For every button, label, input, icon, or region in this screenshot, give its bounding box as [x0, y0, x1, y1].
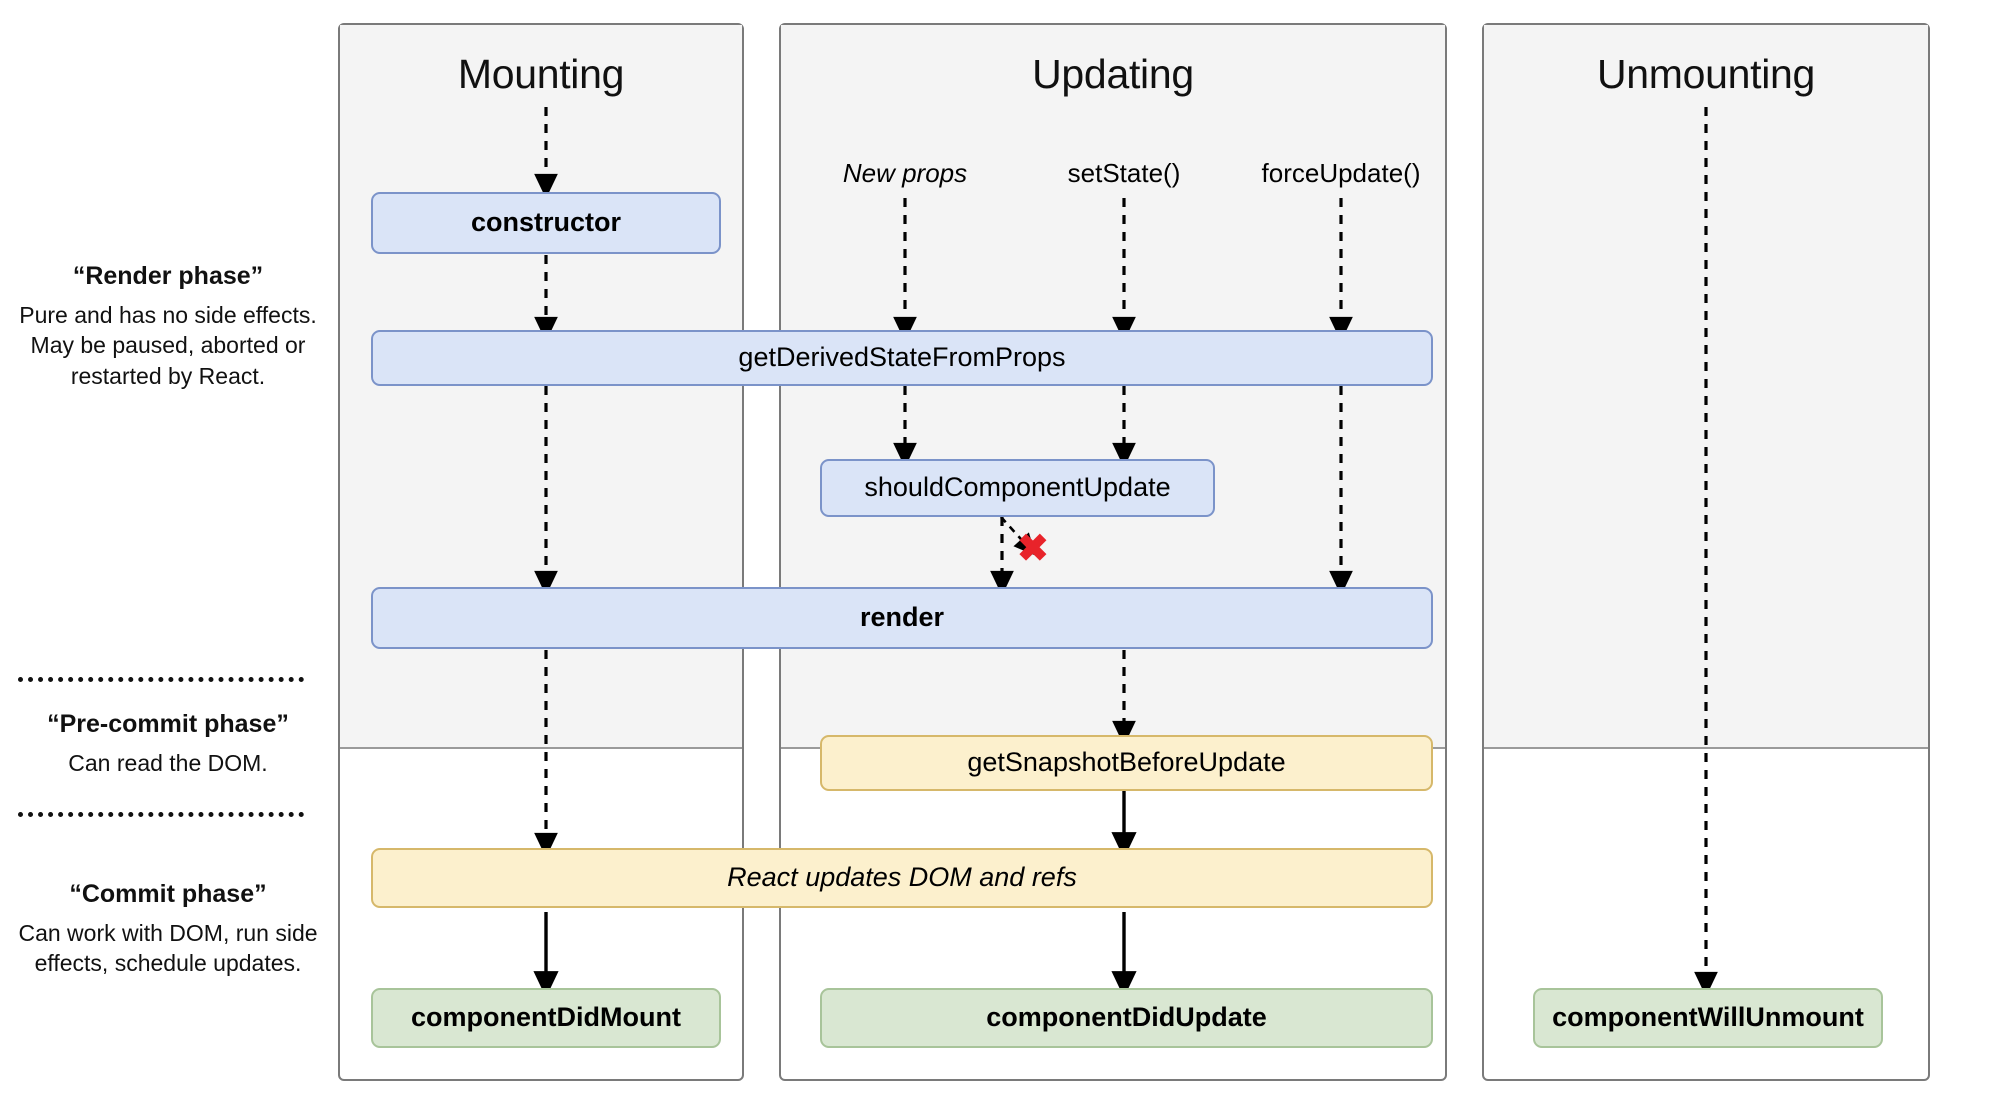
column-mounting: Mounting [338, 23, 744, 1081]
node-component-did-mount[interactable]: componentDidMount [371, 988, 721, 1048]
legend-precommit-phase-title: “Pre-commit phase” [47, 710, 289, 738]
legend-divider-bottom [18, 812, 304, 817]
column-updating-title: Updating [1032, 51, 1194, 97]
legend-commit-phase-title: “Commit phase” [69, 880, 267, 908]
column-mounting-title: Mounting [457, 51, 625, 97]
legend-render-phase-body: Pure and has no side effects. May be pau… [19, 302, 317, 389]
node-get-derived-state-from-props[interactable]: getDerivedStateFromProps [371, 330, 1433, 386]
node-react-updates-dom-and-refs[interactable]: React updates DOM and refs [371, 848, 1433, 908]
trigger-label-force-update: forceUpdate() [1261, 158, 1421, 188]
column-unmounting-title: Unmounting [1596, 51, 1816, 97]
node-component-did-update[interactable]: componentDidUpdate [820, 988, 1433, 1048]
node-should-component-update[interactable]: shouldComponentUpdate [820, 459, 1215, 517]
node-component-will-unmount[interactable]: componentWillUnmount [1533, 988, 1883, 1048]
legend-render-phase: “Render phase” Pure and has no side effe… [18, 262, 318, 391]
legend-commit-phase: “Commit phase” Can work with DOM, run si… [18, 880, 318, 979]
node-render[interactable]: render [371, 587, 1433, 649]
abort-x-icon: ✖ [1017, 528, 1049, 570]
legend-precommit-phase: “Pre-commit phase” Can read the DOM. [18, 710, 318, 778]
node-get-snapshot-before-update[interactable]: getSnapshotBeforeUpdate [820, 735, 1433, 791]
column-unmounting: Unmounting [1482, 23, 1930, 1081]
legend-precommit-phase-body: Can read the DOM. [68, 750, 268, 776]
legend-divider-top [18, 677, 304, 682]
node-constructor[interactable]: constructor [371, 192, 721, 254]
column-unmounting-render-shade [1484, 25, 1928, 749]
legend-commit-phase-body: Can work with DOM, run side effects, sch… [18, 920, 318, 977]
trigger-label-new-props: New props [842, 158, 968, 188]
trigger-label-set-state: setState() [1067, 158, 1181, 188]
legend-render-phase-title: “Render phase” [72, 262, 264, 290]
